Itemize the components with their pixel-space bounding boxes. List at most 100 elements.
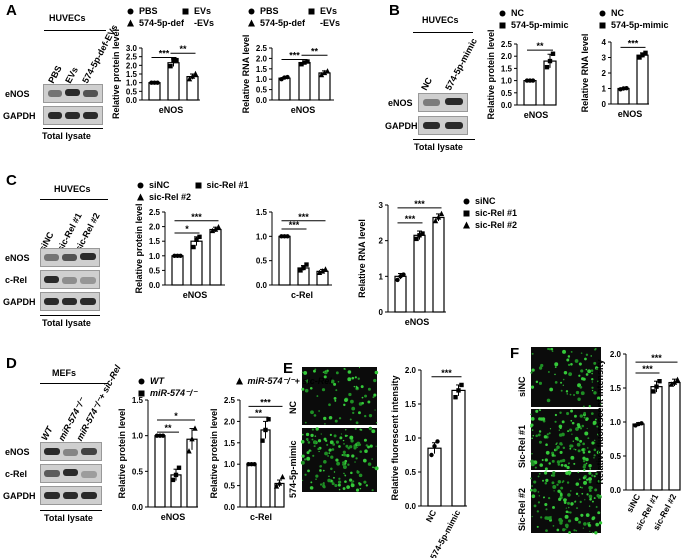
- cell-dot: [583, 416, 586, 419]
- y-tick-label: 1.0: [610, 418, 622, 427]
- cell-dot: [536, 525, 539, 528]
- cell-dot: [584, 357, 587, 361]
- bar: [668, 381, 681, 491]
- legend-text: -EVs: [320, 18, 341, 28]
- data-point: [168, 64, 173, 69]
- cell-dot: [531, 485, 533, 487]
- bar: [523, 79, 537, 106]
- cell-dot: [315, 474, 319, 478]
- y-tick-label: 1.0: [501, 77, 513, 86]
- cell-dot: [575, 492, 579, 496]
- data-point: [657, 379, 662, 384]
- y-tick-label: 2.0: [501, 52, 513, 61]
- cell-dot: [554, 362, 559, 367]
- cell-dot: [566, 393, 568, 395]
- legend-text: 574-5p-mimic: [511, 20, 569, 30]
- y-tick-label: 0.0: [132, 503, 144, 512]
- cell-dot: [568, 357, 570, 359]
- bar: [451, 389, 466, 507]
- cell-dot: [559, 521, 563, 525]
- cell-dot: [539, 463, 543, 467]
- cell-dot: [593, 442, 596, 444]
- cell-dot: [559, 411, 562, 414]
- cell-dot: [367, 400, 371, 404]
- data-point: [285, 234, 290, 239]
- cell-dot: [581, 424, 585, 428]
- cell-dot: [355, 386, 359, 389]
- cell-dot: [548, 432, 551, 435]
- cell-dot: [552, 471, 556, 474]
- y-tick-label: 2.0: [224, 417, 236, 426]
- cell-dot: [563, 371, 568, 375]
- cell-dot: [574, 500, 576, 503]
- significance-label: ***: [289, 50, 300, 60]
- data-point: [395, 277, 400, 283]
- cell-dot: [591, 474, 594, 477]
- cell-dot: [586, 447, 589, 449]
- panel-label-a: A: [6, 2, 17, 19]
- cell-dot: [565, 528, 567, 530]
- data-point: [456, 388, 461, 393]
- significance-label: ***: [441, 368, 452, 378]
- legend-text: 574-5p-mimic: [611, 20, 669, 30]
- cell-dot: [346, 453, 350, 458]
- cell-dot: [357, 443, 360, 447]
- significance-label: *: [185, 224, 189, 234]
- legend-text: WT: [150, 376, 164, 386]
- cell-dot: [570, 455, 575, 460]
- cell-dot: [540, 516, 543, 519]
- y-tick-label: 0.0: [610, 486, 622, 495]
- cell-dot: [571, 421, 575, 425]
- cell-dot: [333, 396, 337, 400]
- cell-dot: [573, 393, 576, 397]
- cell-dot: [544, 481, 548, 485]
- cell-dot: [567, 355, 571, 358]
- cell-dot: [548, 462, 551, 465]
- y-tick-label: 2.0: [126, 61, 138, 70]
- cell-dot: [309, 386, 313, 390]
- fluorescence-image-nc: [301, 366, 379, 425]
- legend-marker: [127, 19, 134, 27]
- cell-dot: [565, 507, 568, 509]
- cell-dot: [342, 439, 345, 442]
- legend-marker: [137, 182, 144, 189]
- cell-dot: [351, 376, 355, 380]
- cell-dot: [305, 379, 310, 384]
- cell-dot: [334, 399, 337, 402]
- cell-dot: [595, 506, 598, 508]
- data-point: [252, 462, 257, 467]
- cell-dot: [342, 487, 346, 490]
- cell-dot: [357, 377, 360, 380]
- cell-dot: [593, 456, 595, 459]
- data-point: [643, 50, 648, 56]
- cell-dot: [585, 462, 588, 465]
- data-point: [459, 382, 464, 388]
- cell-dot: [556, 445, 560, 450]
- y-tick-label: 0.0: [126, 96, 138, 105]
- y-tick-label: 2.5: [149, 208, 161, 217]
- cell-dot: [305, 432, 310, 437]
- cell-dot: [323, 460, 327, 464]
- bar: [427, 447, 442, 507]
- legend-item: NC: [598, 8, 624, 18]
- data-point: [279, 473, 286, 480]
- panel-label-b: B: [389, 2, 400, 19]
- y-tick-label: 1.5: [132, 396, 144, 405]
- cell-dot: [335, 440, 340, 444]
- cell-dot: [588, 489, 592, 492]
- cell-dot: [532, 488, 537, 493]
- cell-dot: [594, 418, 597, 421]
- cell-dot: [307, 469, 310, 473]
- cell-dot: [565, 471, 569, 475]
- cell-dot: [544, 502, 548, 507]
- data-point: [160, 433, 166, 438]
- legend-item: 574-5p-mimic: [598, 20, 669, 30]
- cell-dot: [587, 450, 591, 454]
- y-tick-label: 0: [602, 100, 607, 109]
- cell-dot: [578, 495, 580, 497]
- y-tick-label: 1.5: [610, 384, 622, 393]
- bar: [278, 77, 291, 101]
